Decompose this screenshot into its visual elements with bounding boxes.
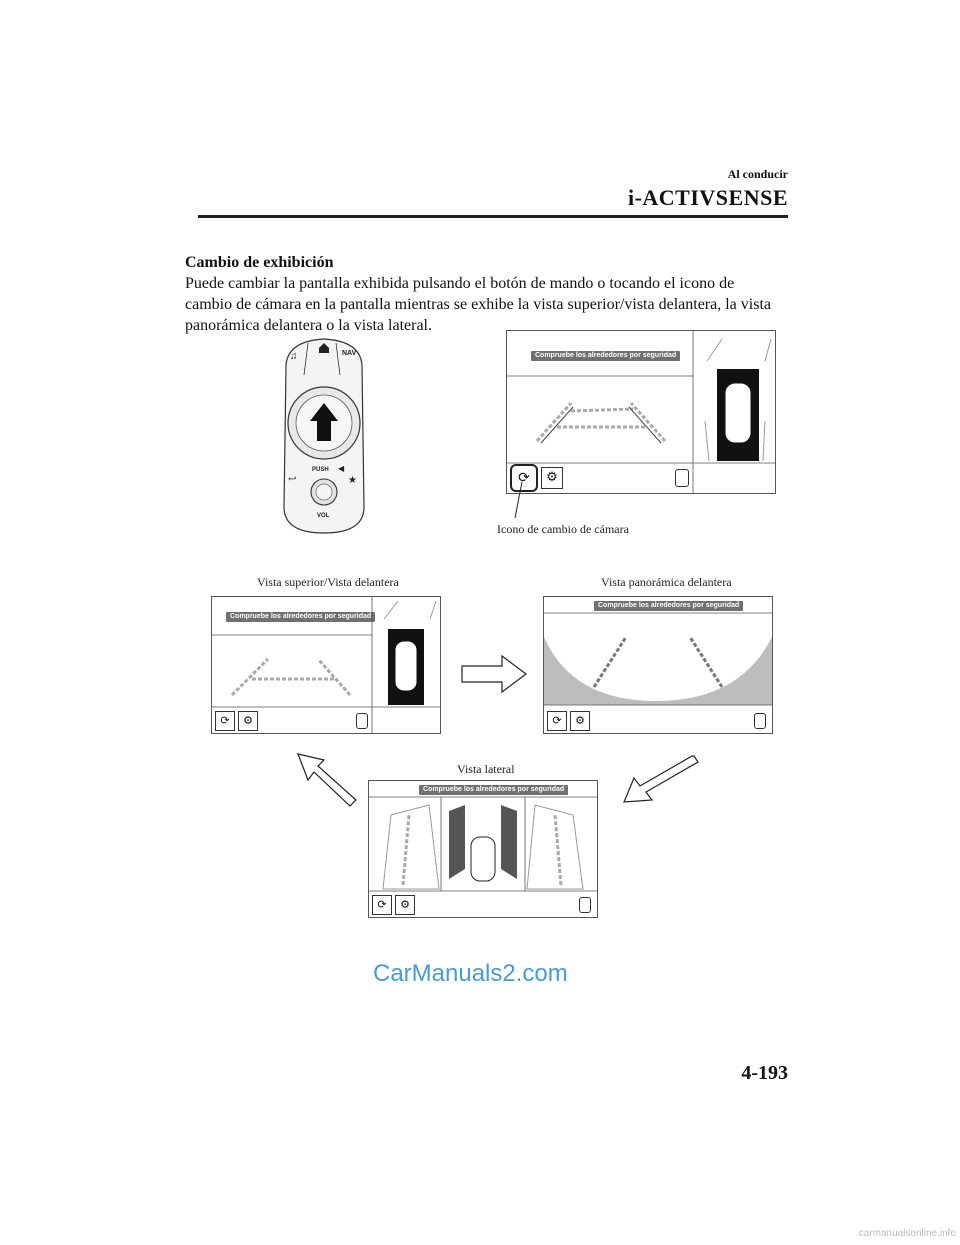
top-front-view-screen: Compruebe los alrededores por seguridad …	[211, 596, 441, 734]
warning-banner: Compruebe los alrededores por seguridad	[226, 612, 376, 622]
caption-side-view: Vista lateral	[457, 762, 515, 776]
vol-label: VOL	[317, 513, 330, 519]
warning-banner: Compruebe los alrededores por seguridad	[594, 601, 744, 611]
svg-text:♫: ♫	[290, 351, 298, 362]
settings-gear-icon[interactable]: ⚙	[541, 467, 563, 489]
caption-top-front-view: Vista superior/Vista delantera	[257, 575, 399, 589]
camera-switch-icon[interactable]: ⟳	[547, 711, 567, 731]
watermark: CarManuals2.com	[373, 960, 568, 987]
panoramic-front-view-screen: Compruebe los alrededores por seguridad …	[543, 596, 773, 734]
nav-label: NAV	[342, 350, 357, 357]
camera-switch-icon[interactable]: ⟳	[215, 711, 235, 731]
mute-icon: ◀	[338, 464, 345, 473]
parking-sensor-icon	[754, 713, 766, 729]
callout-line	[514, 481, 523, 519]
page-number: 4-193	[741, 1062, 788, 1084]
music-icon: ♫	[290, 351, 298, 362]
warning-banner: Compruebe los alrededores por seguridad	[531, 351, 681, 361]
up-left-arrow-icon	[297, 753, 357, 807]
back-icon: ↩	[288, 474, 296, 485]
camera-switch-icon[interactable]: ⟳	[372, 895, 392, 915]
body-paragraph: Puede cambiar la pantalla exhibida pulsa…	[185, 275, 771, 334]
svg-text:◀: ◀	[338, 464, 345, 473]
header-rule	[198, 215, 788, 218]
section-heading: Cambio de exhibición	[185, 254, 334, 271]
camera-switch-icon[interactable]: ⟳	[510, 464, 538, 492]
right-arrow-icon	[461, 654, 527, 694]
warning-banner: Compruebe los alrededores por seguridad	[419, 785, 569, 795]
side-view-screen: Compruebe los alrededores por seguridad …	[368, 780, 598, 918]
settings-gear-icon[interactable]: ⚙	[238, 711, 258, 731]
example-screen: Compruebe los alrededores por seguridad …	[506, 330, 776, 494]
settings-gear-icon[interactable]: ⚙	[570, 711, 590, 731]
push-label: PUSH	[312, 467, 329, 473]
up-arrow-icon	[310, 403, 338, 441]
parking-sensor-icon	[356, 713, 368, 729]
caption-camera-switch-icon: Icono de cambio de cámara	[497, 522, 629, 536]
caption-panoramic-front-view: Vista panorámica delantera	[601, 575, 732, 589]
parking-sensor-icon	[675, 469, 689, 487]
parking-sensor-icon	[579, 897, 591, 913]
svg-text:↩: ↩	[288, 474, 296, 485]
down-left-arrow-icon	[623, 755, 699, 803]
commander-control-illustration: ♫ NAV ↩ PUSH ◀ ★ VOL	[278, 337, 370, 535]
svg-text:★: ★	[348, 475, 357, 486]
favorite-star-icon: ★	[348, 475, 357, 486]
footer-watermark: carmanualsonline.info	[858, 1228, 956, 1239]
settings-gear-icon[interactable]: ⚙	[395, 895, 415, 915]
section-label: Al conducir	[727, 167, 788, 181]
home-icon	[319, 343, 329, 353]
chapter-title: i-ACTIVSENSE	[627, 185, 788, 210]
